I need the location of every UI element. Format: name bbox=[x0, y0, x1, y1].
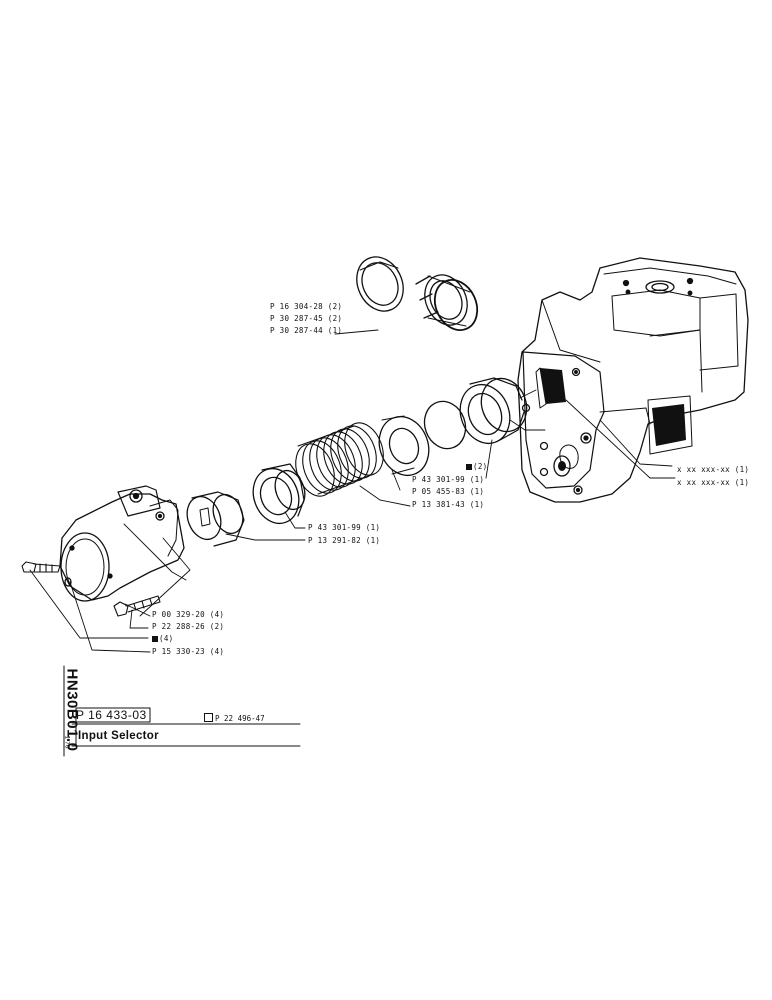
callout-marker-4: (4) bbox=[152, 634, 173, 643]
end-cover bbox=[59, 485, 187, 602]
callout-upper-seal-3: P 30 287-44 (1) bbox=[270, 326, 343, 335]
coil-spring bbox=[295, 422, 384, 497]
callout-spool-13291: P 13 291-82 (1) bbox=[308, 536, 381, 545]
part-number: P 16 433-03 bbox=[76, 708, 147, 722]
callout-sleeve-43301: P 43 301-99 (1) bbox=[308, 523, 381, 532]
filled-square-marker bbox=[152, 635, 158, 642]
callout-washer-00329: P 00 329-20 (4) bbox=[152, 610, 225, 619]
reference-number-text: P 22 496-47 bbox=[215, 714, 265, 723]
callout-body-ref-2: x xx xxx-xx (1) bbox=[677, 478, 750, 487]
title-block-lines bbox=[63, 665, 301, 757]
seal-stack bbox=[378, 377, 528, 477]
small-washer bbox=[64, 577, 72, 587]
callout-ring-43301: P 43 301-99 (1) bbox=[412, 475, 485, 484]
upper-seal-rings bbox=[356, 256, 479, 331]
bolt-left bbox=[21, 561, 61, 573]
sheet-date-text: 1-76 bbox=[63, 735, 71, 749]
seal-marker-count: (2) bbox=[473, 462, 488, 471]
drawing-title: Input Selector bbox=[78, 730, 159, 742]
callout-screw-22288: P 22 288-26 (2) bbox=[152, 622, 225, 631]
filled-square-marker bbox=[466, 463, 472, 470]
valve-body bbox=[517, 257, 749, 503]
spring-cup bbox=[252, 463, 306, 525]
open-square-marker bbox=[204, 713, 213, 722]
marker-4-count: (4) bbox=[159, 634, 174, 643]
reference-number: P 22 496-47 bbox=[204, 713, 265, 723]
sheet-date: 1-76 bbox=[62, 730, 72, 754]
callout-upper-seal-1: P 16 304-28 (2) bbox=[270, 302, 343, 311]
callout-seal-marker: (2) bbox=[466, 462, 487, 471]
spool bbox=[186, 491, 245, 547]
callout-ring-05455: P 05 455-83 (1) bbox=[412, 487, 485, 496]
leader-lines bbox=[29, 329, 676, 653]
callout-bolt-15330: P 15 330-23 (4) bbox=[152, 647, 225, 656]
callout-body-ref-1: x xx xxx-xx (1) bbox=[677, 465, 750, 474]
callout-upper-seal-2: P 30 287-45 (2) bbox=[270, 314, 343, 323]
callout-spring-13381: P 13 381-43 (1) bbox=[412, 500, 485, 509]
